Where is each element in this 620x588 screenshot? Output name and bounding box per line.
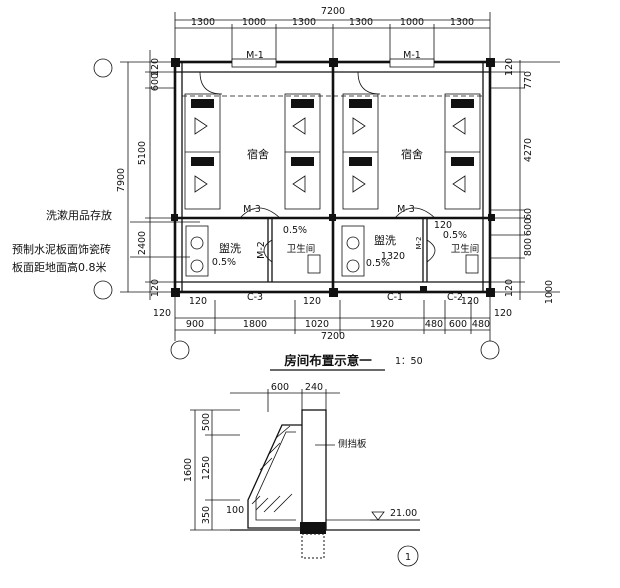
inner-dim-1320: 1320 bbox=[381, 251, 405, 262]
right-dim-7: 1000 bbox=[544, 280, 555, 304]
annotations: 洗漱用品存放 预制水泥板面饰瓷砖 板面距地面高0.8米 bbox=[12, 208, 200, 274]
detail-left-dim-1: 500 bbox=[201, 413, 212, 431]
top-dimension-chain: 7200 1300 1000 1300 1300 1000 1300 bbox=[174, 6, 491, 62]
left-dimension-chain: 120 600 5100 2400 120 7900 bbox=[116, 50, 175, 300]
room-dorm-right: 宿舍 bbox=[401, 147, 423, 161]
top-dim-2: 1000 bbox=[242, 17, 266, 28]
top-dim-5: 1000 bbox=[400, 17, 424, 28]
right-dim-6: 800 bbox=[523, 238, 534, 256]
door-m1-right: M-1 bbox=[403, 50, 421, 61]
annotation-height: 板面距地面高0.8米 bbox=[12, 260, 107, 274]
bottom-small-2: 120 bbox=[153, 308, 171, 319]
section-detail: 600 240 500 1250 350 1600 bbox=[183, 382, 420, 567]
window-c3: C-3 bbox=[247, 292, 263, 303]
bottom-small-4: 120 bbox=[461, 296, 479, 307]
slope-3: 0.5% bbox=[366, 258, 390, 269]
bottom-small-5: 120 bbox=[494, 308, 512, 319]
room-wash-right: 盥洗 bbox=[374, 234, 396, 247]
door-m1-left: M-1 bbox=[246, 50, 264, 61]
detail-left-total: 1600 bbox=[183, 458, 194, 482]
bottom-dim-5: 480 bbox=[425, 319, 443, 330]
room-dorm-left: 宿舍 bbox=[247, 147, 269, 161]
bunk-beds bbox=[184, 93, 481, 210]
plan-title: 房间布置示意一 bbox=[284, 353, 372, 368]
right-dim-8: 120 bbox=[504, 279, 515, 297]
bottom-dimension-chain: 900 1800 1020 1920 480 600 480 7200 120 … bbox=[153, 296, 512, 342]
room-toilet-right: 卫生间 bbox=[451, 243, 480, 255]
right-dim-2: 770 bbox=[523, 71, 534, 89]
left-dim-1: 120 bbox=[150, 58, 161, 76]
bottom-dim-7: 480 bbox=[472, 319, 490, 330]
top-dim-3: 1300 bbox=[292, 17, 316, 28]
slope-1: 0.5% bbox=[212, 257, 236, 268]
slope-4: 0.5% bbox=[443, 230, 467, 241]
axis-bubble-bottom-2 bbox=[480, 340, 500, 360]
right-dim-3: 4270 bbox=[523, 138, 534, 162]
plan-scale: 1：50 bbox=[395, 356, 423, 367]
top-dim-4: 1300 bbox=[349, 17, 373, 28]
left-dim-4: 2400 bbox=[137, 231, 148, 255]
door-m3-right: M-3 bbox=[397, 204, 415, 215]
left-dim-5: 120 bbox=[150, 279, 161, 297]
detail-side-panel-label: 侧挡板 bbox=[338, 438, 367, 450]
top-dim-6: 1300 bbox=[450, 17, 474, 28]
detail-elevation: 21.00 bbox=[390, 508, 417, 519]
window-c1: C-1 bbox=[387, 292, 403, 303]
door-m2-left: M-2 bbox=[256, 241, 267, 259]
inner-dim-120: 120 bbox=[434, 220, 452, 231]
window-c2: C-2 bbox=[447, 292, 463, 303]
door-swings bbox=[199, 71, 436, 263]
bottom-dim-4: 1920 bbox=[370, 319, 394, 330]
left-dim-3: 5100 bbox=[137, 141, 148, 165]
detail-dim-100: 100 bbox=[226, 505, 244, 516]
door-m3-left: M-3 bbox=[243, 204, 261, 215]
axis-bubble-bottom-left bbox=[93, 280, 113, 300]
axis-bubble-top-left bbox=[93, 58, 113, 78]
bottom-small-3: 120 bbox=[303, 296, 321, 307]
right-dim-1: 120 bbox=[504, 58, 515, 76]
slope-2: 0.5% bbox=[283, 225, 307, 236]
room-wash-left: 盥洗 bbox=[219, 242, 241, 255]
detail-left-dim-2: 1250 bbox=[201, 456, 212, 480]
right-dim-5: 600 bbox=[523, 218, 534, 236]
right-dimension-chain: 120 770 4270 60 600 800 1000 120 bbox=[490, 58, 560, 304]
right-dim-4: 60 bbox=[523, 208, 534, 220]
room-toilet-left: 卫生间 bbox=[287, 243, 316, 255]
bottom-dim-3: 1020 bbox=[305, 319, 329, 330]
left-total-dim: 7900 bbox=[116, 168, 127, 192]
plan-walls bbox=[171, 58, 495, 297]
annotation-panel: 预制水泥板面饰瓷砖 bbox=[12, 242, 111, 256]
door-m2-right: M-2 bbox=[415, 236, 423, 249]
detail-top-dim-1: 600 bbox=[271, 382, 289, 393]
bottom-dim-1: 900 bbox=[186, 319, 204, 330]
bottom-dim-2: 1800 bbox=[243, 319, 267, 330]
bottom-total-dim: 7200 bbox=[321, 331, 345, 342]
axis-bubble-bottom-1 bbox=[170, 340, 190, 360]
left-dim-2: 600 bbox=[150, 73, 161, 91]
bottom-dim-6: 600 bbox=[449, 319, 467, 330]
detail-top-dim-2: 240 bbox=[305, 382, 323, 393]
top-total-dim: 7200 bbox=[321, 6, 345, 17]
detail-left-dim-3: 350 bbox=[201, 506, 212, 524]
detail-ref: 1 bbox=[405, 552, 411, 563]
annotation-storage: 洗漱用品存放 bbox=[46, 208, 112, 222]
fixtures bbox=[185, 225, 479, 277]
top-dim-1: 1300 bbox=[191, 17, 215, 28]
bottom-small-1: 120 bbox=[189, 296, 207, 307]
